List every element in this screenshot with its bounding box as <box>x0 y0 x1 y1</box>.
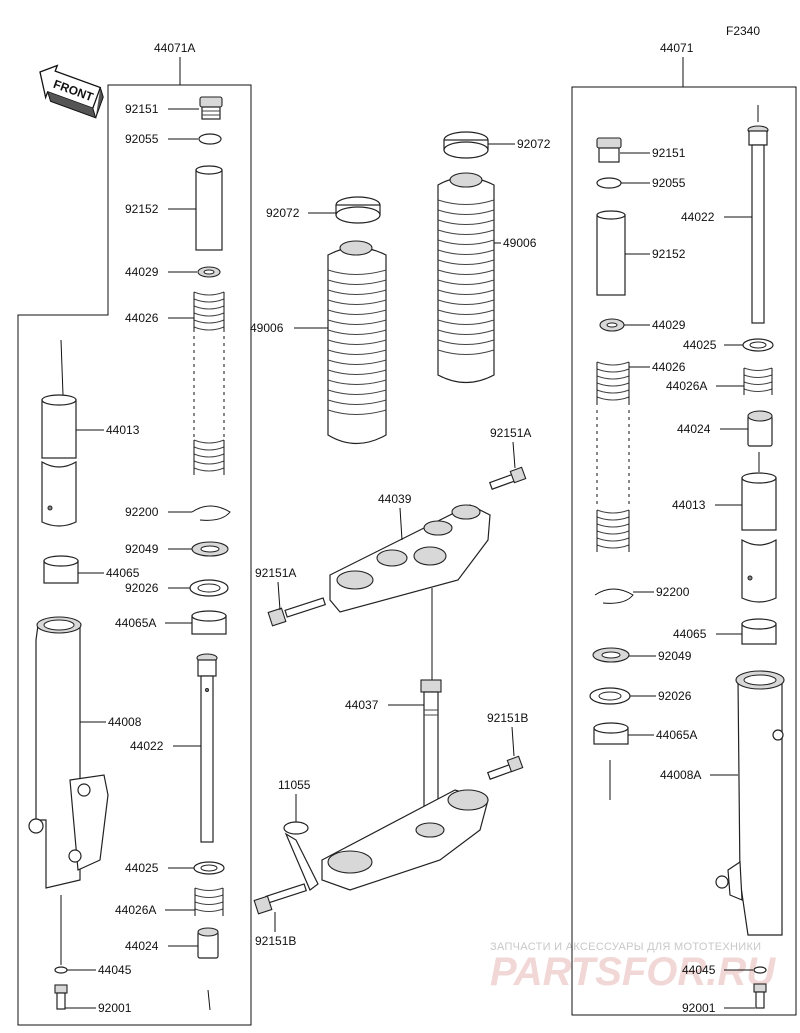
part-label: 11055 <box>278 778 311 792</box>
part-label: 92151 <box>652 146 686 160</box>
part-label: 44045 <box>98 963 132 977</box>
part-label: 92151B <box>487 711 528 725</box>
part-label: 49006 <box>250 321 284 335</box>
part-label: 44065 <box>106 566 140 580</box>
part-label: 44026A <box>115 903 156 917</box>
part-label: 44039 <box>378 492 412 506</box>
part-label: 92001 <box>98 1001 132 1015</box>
left-assembly-frame <box>17 84 252 1026</box>
part-label: 49006 <box>503 236 537 250</box>
right-labels: 92151 92055 44022 92152 44029 44025 4402… <box>620 146 755 1015</box>
watermark-logo: PARTSFOR.RU <box>490 950 776 994</box>
part-label: 92049 <box>125 542 159 556</box>
part-label: 92072 <box>266 206 300 220</box>
left-labels: 92151 92055 92152 44029 44026 44013 9220… <box>65 102 201 1015</box>
part-label: 44029 <box>652 318 686 332</box>
part-label: 44025 <box>683 338 717 352</box>
part-label: 92026 <box>125 581 159 595</box>
part-label: 44037 <box>345 698 379 712</box>
part-label: 92026 <box>658 689 692 703</box>
part-label: 44022 <box>130 739 164 753</box>
front-arrow-icon: FRONT <box>39 64 104 119</box>
part-label: 44045 <box>682 963 716 977</box>
part-label: 92055 <box>652 176 686 190</box>
assembly-left-label: 44071A <box>154 41 195 55</box>
part-label: 92200 <box>125 505 159 519</box>
right-parts <box>589 105 785 1009</box>
part-label: 92055 <box>125 132 159 146</box>
part-label: 92151B <box>255 934 296 948</box>
part-label: 44022 <box>681 210 715 224</box>
part-label: 92151A <box>255 566 296 580</box>
part-label: 44029 <box>125 265 159 279</box>
part-label: 44013 <box>106 423 140 437</box>
part-label: 44065A <box>115 616 156 630</box>
part-label: 44008A <box>660 768 701 782</box>
left-parts <box>28 96 231 1011</box>
part-label: 44026 <box>652 360 686 374</box>
part-label: 44013 <box>672 498 706 512</box>
part-label: 44025 <box>125 861 159 875</box>
part-label: 44008 <box>108 715 142 729</box>
part-label: 44026 <box>125 311 159 325</box>
watermark-text: ЗАПЧАСТИ И АКСЕССУАРЫ ДЛЯ МОТОТЕХНИКИ <box>490 941 761 953</box>
part-label: 44024 <box>125 939 159 953</box>
part-label: 92049 <box>658 649 692 663</box>
part-label: 92151 <box>125 102 159 116</box>
part-label: 44065A <box>656 728 697 742</box>
part-label: 44026A <box>666 379 707 393</box>
center-labels: 92072 49006 92072 49006 92151A 44039 921… <box>250 137 551 948</box>
right-assembly-frame <box>571 86 797 1016</box>
part-label: 44024 <box>677 422 711 436</box>
part-label: 44065 <box>673 627 707 641</box>
part-label: 92152 <box>652 247 686 261</box>
assembly-right-label: 44071 <box>660 41 694 55</box>
part-label: 92072 <box>517 137 551 151</box>
figure-code: F2340 <box>726 24 760 38</box>
part-label: 92151A <box>490 426 531 440</box>
part-label: 92200 <box>656 585 690 599</box>
part-label: 92001 <box>682 1001 716 1015</box>
center-parts <box>253 131 527 915</box>
part-label: 92152 <box>125 202 159 216</box>
